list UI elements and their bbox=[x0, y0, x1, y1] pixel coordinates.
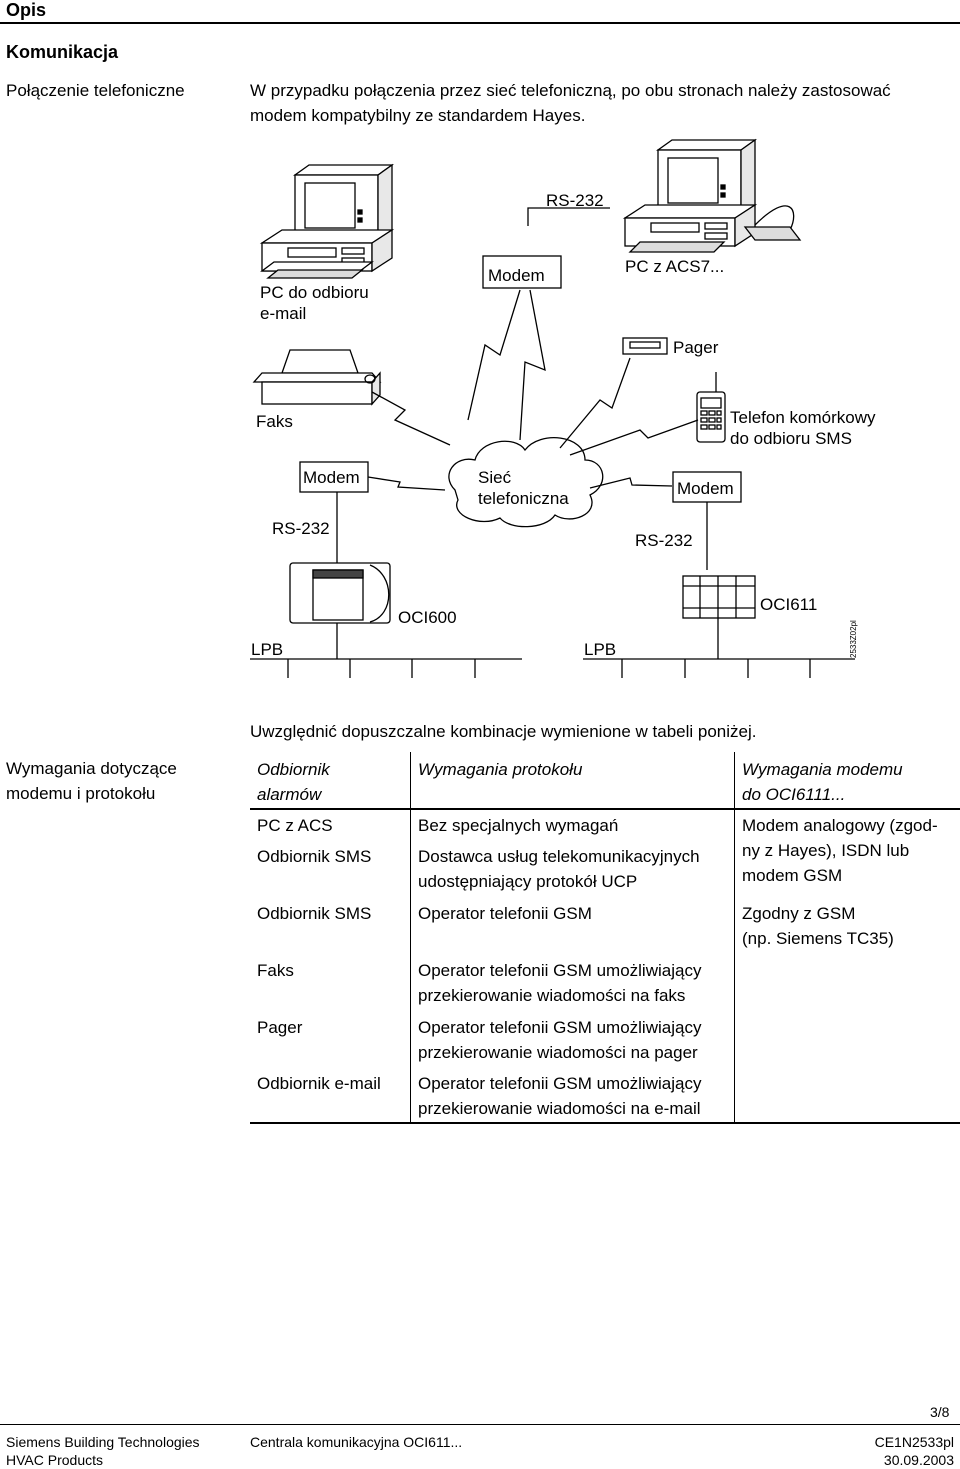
mobile-phone-icon bbox=[696, 372, 726, 443]
header-rule bbox=[0, 22, 960, 24]
rs232-left-label: RS-232 bbox=[272, 519, 330, 538]
row-protocol-line1: Operator telefonii GSM umożliwiający bbox=[418, 1074, 702, 1093]
row-receiver: Faks bbox=[257, 961, 294, 980]
network-label-line1: Sieć bbox=[478, 468, 512, 487]
row-receiver: Odbiornik SMS bbox=[257, 847, 372, 866]
row-protocol-line2: przekierowanie wiadomości na e-mail bbox=[418, 1099, 701, 1118]
fax-label: Faks bbox=[256, 412, 293, 431]
modem-req-b-line2: (np. Siemens TC35) bbox=[742, 929, 894, 948]
header-modem-line1: Wymagania modemu bbox=[742, 760, 903, 779]
footer-doc-title: Centrala komunikacyjna OCI611... bbox=[250, 1434, 463, 1450]
header-receiver-line1: Odbiornik bbox=[257, 760, 330, 779]
row-receiver: PC z ACS bbox=[257, 816, 333, 835]
row-protocol-line2: udostępniający protokół UCP bbox=[418, 872, 638, 891]
footer-doc-code: CE1N2533pl bbox=[874, 1434, 954, 1450]
oci600-device bbox=[289, 562, 391, 624]
page-header-title: Opis bbox=[6, 0, 47, 20]
combinations-note: Uwzględnić dopuszczalne kombinacje wymie… bbox=[250, 722, 757, 741]
row-protocol-line1: Bez specjalnych wymagań bbox=[418, 816, 619, 835]
connection-label: Połączenie telefoniczne bbox=[6, 81, 185, 100]
header-protocol: Wymagania protokołu bbox=[418, 760, 583, 779]
modem-right-label: Modem bbox=[677, 479, 734, 498]
requirements-label-line2: modemu i protokołu bbox=[6, 784, 156, 803]
modem-left-label: Modem bbox=[303, 468, 360, 487]
table-header-rule bbox=[250, 808, 960, 810]
row-receiver: Pager bbox=[257, 1018, 303, 1037]
oci611-device bbox=[682, 575, 756, 619]
row-protocol-line2: przekierowanie wiadomości na pager bbox=[418, 1043, 698, 1062]
table-bottom-rule bbox=[250, 1122, 960, 1124]
pc-email-label-line2: e-mail bbox=[260, 304, 306, 323]
network-label-line2: telefoniczna bbox=[478, 489, 569, 508]
modem-left-box bbox=[299, 461, 369, 493]
row-protocol-line1: Operator telefonii GSM umożliwiający bbox=[418, 1018, 702, 1037]
mobile-label-line1: Telefon komórkowy bbox=[730, 408, 876, 427]
section-title: Komunikacja bbox=[6, 42, 119, 62]
modem-top-box bbox=[482, 255, 562, 289]
pc-email-icon bbox=[259, 163, 395, 279]
row-receiver: Odbiornik SMS bbox=[257, 904, 372, 923]
modem-req-b-line1: Zgodny z GSM bbox=[742, 904, 856, 923]
row-protocol-line1: Operator telefonii GSM umożliwiający bbox=[418, 961, 702, 980]
modem-top-label: Modem bbox=[488, 266, 545, 285]
footer-rule bbox=[0, 1424, 960, 1425]
lpb-left-label: LPB bbox=[251, 640, 283, 659]
table-divider-2 bbox=[734, 752, 735, 1124]
oci600-label: OCI600 bbox=[398, 608, 457, 627]
requirements-label-line1: Wymagania dotyczące bbox=[6, 759, 177, 778]
pc-email-label-line1: PC do odbioru bbox=[260, 283, 369, 302]
rs232-right-label: RS-232 bbox=[635, 531, 693, 550]
pc-acs-label: PC z ACS7... bbox=[625, 257, 724, 276]
footer-date: 30.09.2003 bbox=[883, 1452, 954, 1468]
modem-right-box bbox=[672, 471, 742, 503]
row-receiver: Odbiornik e-mail bbox=[257, 1074, 381, 1093]
row-protocol-line1: Dostawca usług telekomunikacyjnych bbox=[418, 847, 700, 866]
pc-acs-icon bbox=[622, 138, 802, 253]
oci611-label: OCI611 bbox=[760, 595, 817, 614]
network-diagram: RS-232 PC do odbioru e-mail Modem PC z A… bbox=[250, 138, 876, 678]
page-number: 3/8 bbox=[930, 1404, 950, 1420]
lpb-right-label: LPB bbox=[584, 640, 616, 659]
connection-text-line2: modem kompatybilny ze standardem Hayes. bbox=[250, 106, 586, 125]
footer-division: HVAC Products bbox=[6, 1452, 103, 1468]
mobile-label-line2: do odbioru SMS bbox=[730, 429, 852, 448]
rs232-top-label: RS-232 bbox=[546, 191, 604, 210]
modem-req-a-line2: ny z Hayes), ISDN lub bbox=[742, 841, 910, 860]
figure-code: 2533Z02pl bbox=[849, 620, 858, 658]
header-receiver-line2: alarmów bbox=[257, 785, 322, 804]
row-protocol-line1: Operator telefonii GSM bbox=[418, 904, 592, 923]
header-modem-line2: do OCI6111... bbox=[742, 785, 846, 804]
row-protocol-line2: przekierowanie wiadomości na faks bbox=[418, 986, 686, 1005]
fax-icon bbox=[252, 349, 382, 406]
table-divider-1 bbox=[410, 752, 411, 1124]
modem-req-a-line3: modem GSM bbox=[742, 866, 843, 885]
pager-label: Pager bbox=[673, 338, 719, 357]
footer-company: Siemens Building Technologies bbox=[6, 1434, 200, 1450]
connection-text-line1: W przypadku połączenia przez sieć telefo… bbox=[250, 81, 891, 100]
modem-req-a-line1: Modem analogowy (zgod- bbox=[742, 816, 938, 835]
telephone-network-cloud bbox=[448, 437, 604, 528]
